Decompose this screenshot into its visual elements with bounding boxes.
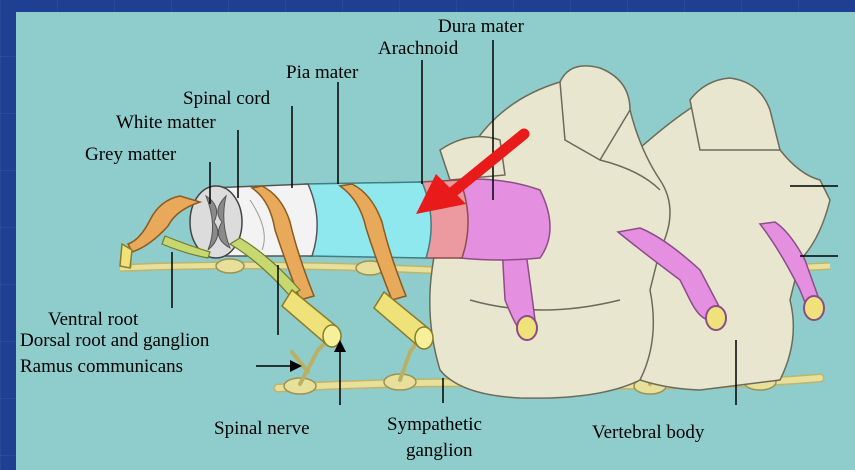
label-dorsal-root: Dorsal root and ganglion bbox=[20, 330, 210, 351]
label-ventral-root: Ventral root bbox=[48, 309, 139, 330]
label-spinal-cord: Spinal cord bbox=[183, 88, 271, 109]
label-white-matter: White matter bbox=[116, 112, 216, 133]
label-sympathetic: Sympathetic bbox=[387, 414, 482, 435]
dura-mater-sheath bbox=[456, 179, 550, 260]
label-dura-mater: Dura mater bbox=[438, 16, 525, 37]
label-ganglion: ganglion bbox=[406, 440, 473, 461]
label-vertebral-body: Vertebral body bbox=[592, 422, 705, 443]
label-pia-mater: Pia mater bbox=[286, 62, 359, 83]
label-spinal-nerve: Spinal nerve bbox=[214, 418, 310, 439]
label-ramus-communicans: Ramus communicans bbox=[20, 356, 183, 377]
label-arachnoid: Arachnoid bbox=[378, 38, 459, 59]
label-grey-matter: Grey matter bbox=[85, 144, 177, 165]
